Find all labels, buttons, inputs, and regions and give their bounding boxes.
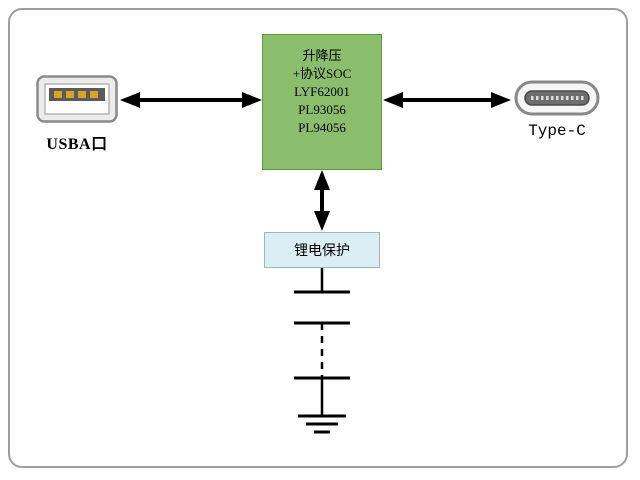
usb-c-port-icon bbox=[514, 80, 600, 116]
soc-block: 升降压 +协议SOC LYF62001 PL93056 PL94056 bbox=[262, 34, 382, 170]
battery-protection-block: 锂电保护 bbox=[264, 232, 380, 268]
soc-line-3: LYF62001 bbox=[294, 84, 350, 99]
battery-protection-label: 锂电保护 bbox=[294, 244, 350, 259]
soc-line-1: 升降压 bbox=[302, 48, 342, 63]
soc-line-5: PL94056 bbox=[298, 120, 346, 135]
type-c-label: Type-C bbox=[528, 122, 586, 140]
usb-a-label: USBA口 bbox=[46, 136, 108, 153]
soc-line-2: +协议SOC bbox=[292, 66, 352, 81]
soc-line-4: PL93056 bbox=[298, 102, 346, 117]
usb-a-port-icon bbox=[36, 75, 118, 123]
